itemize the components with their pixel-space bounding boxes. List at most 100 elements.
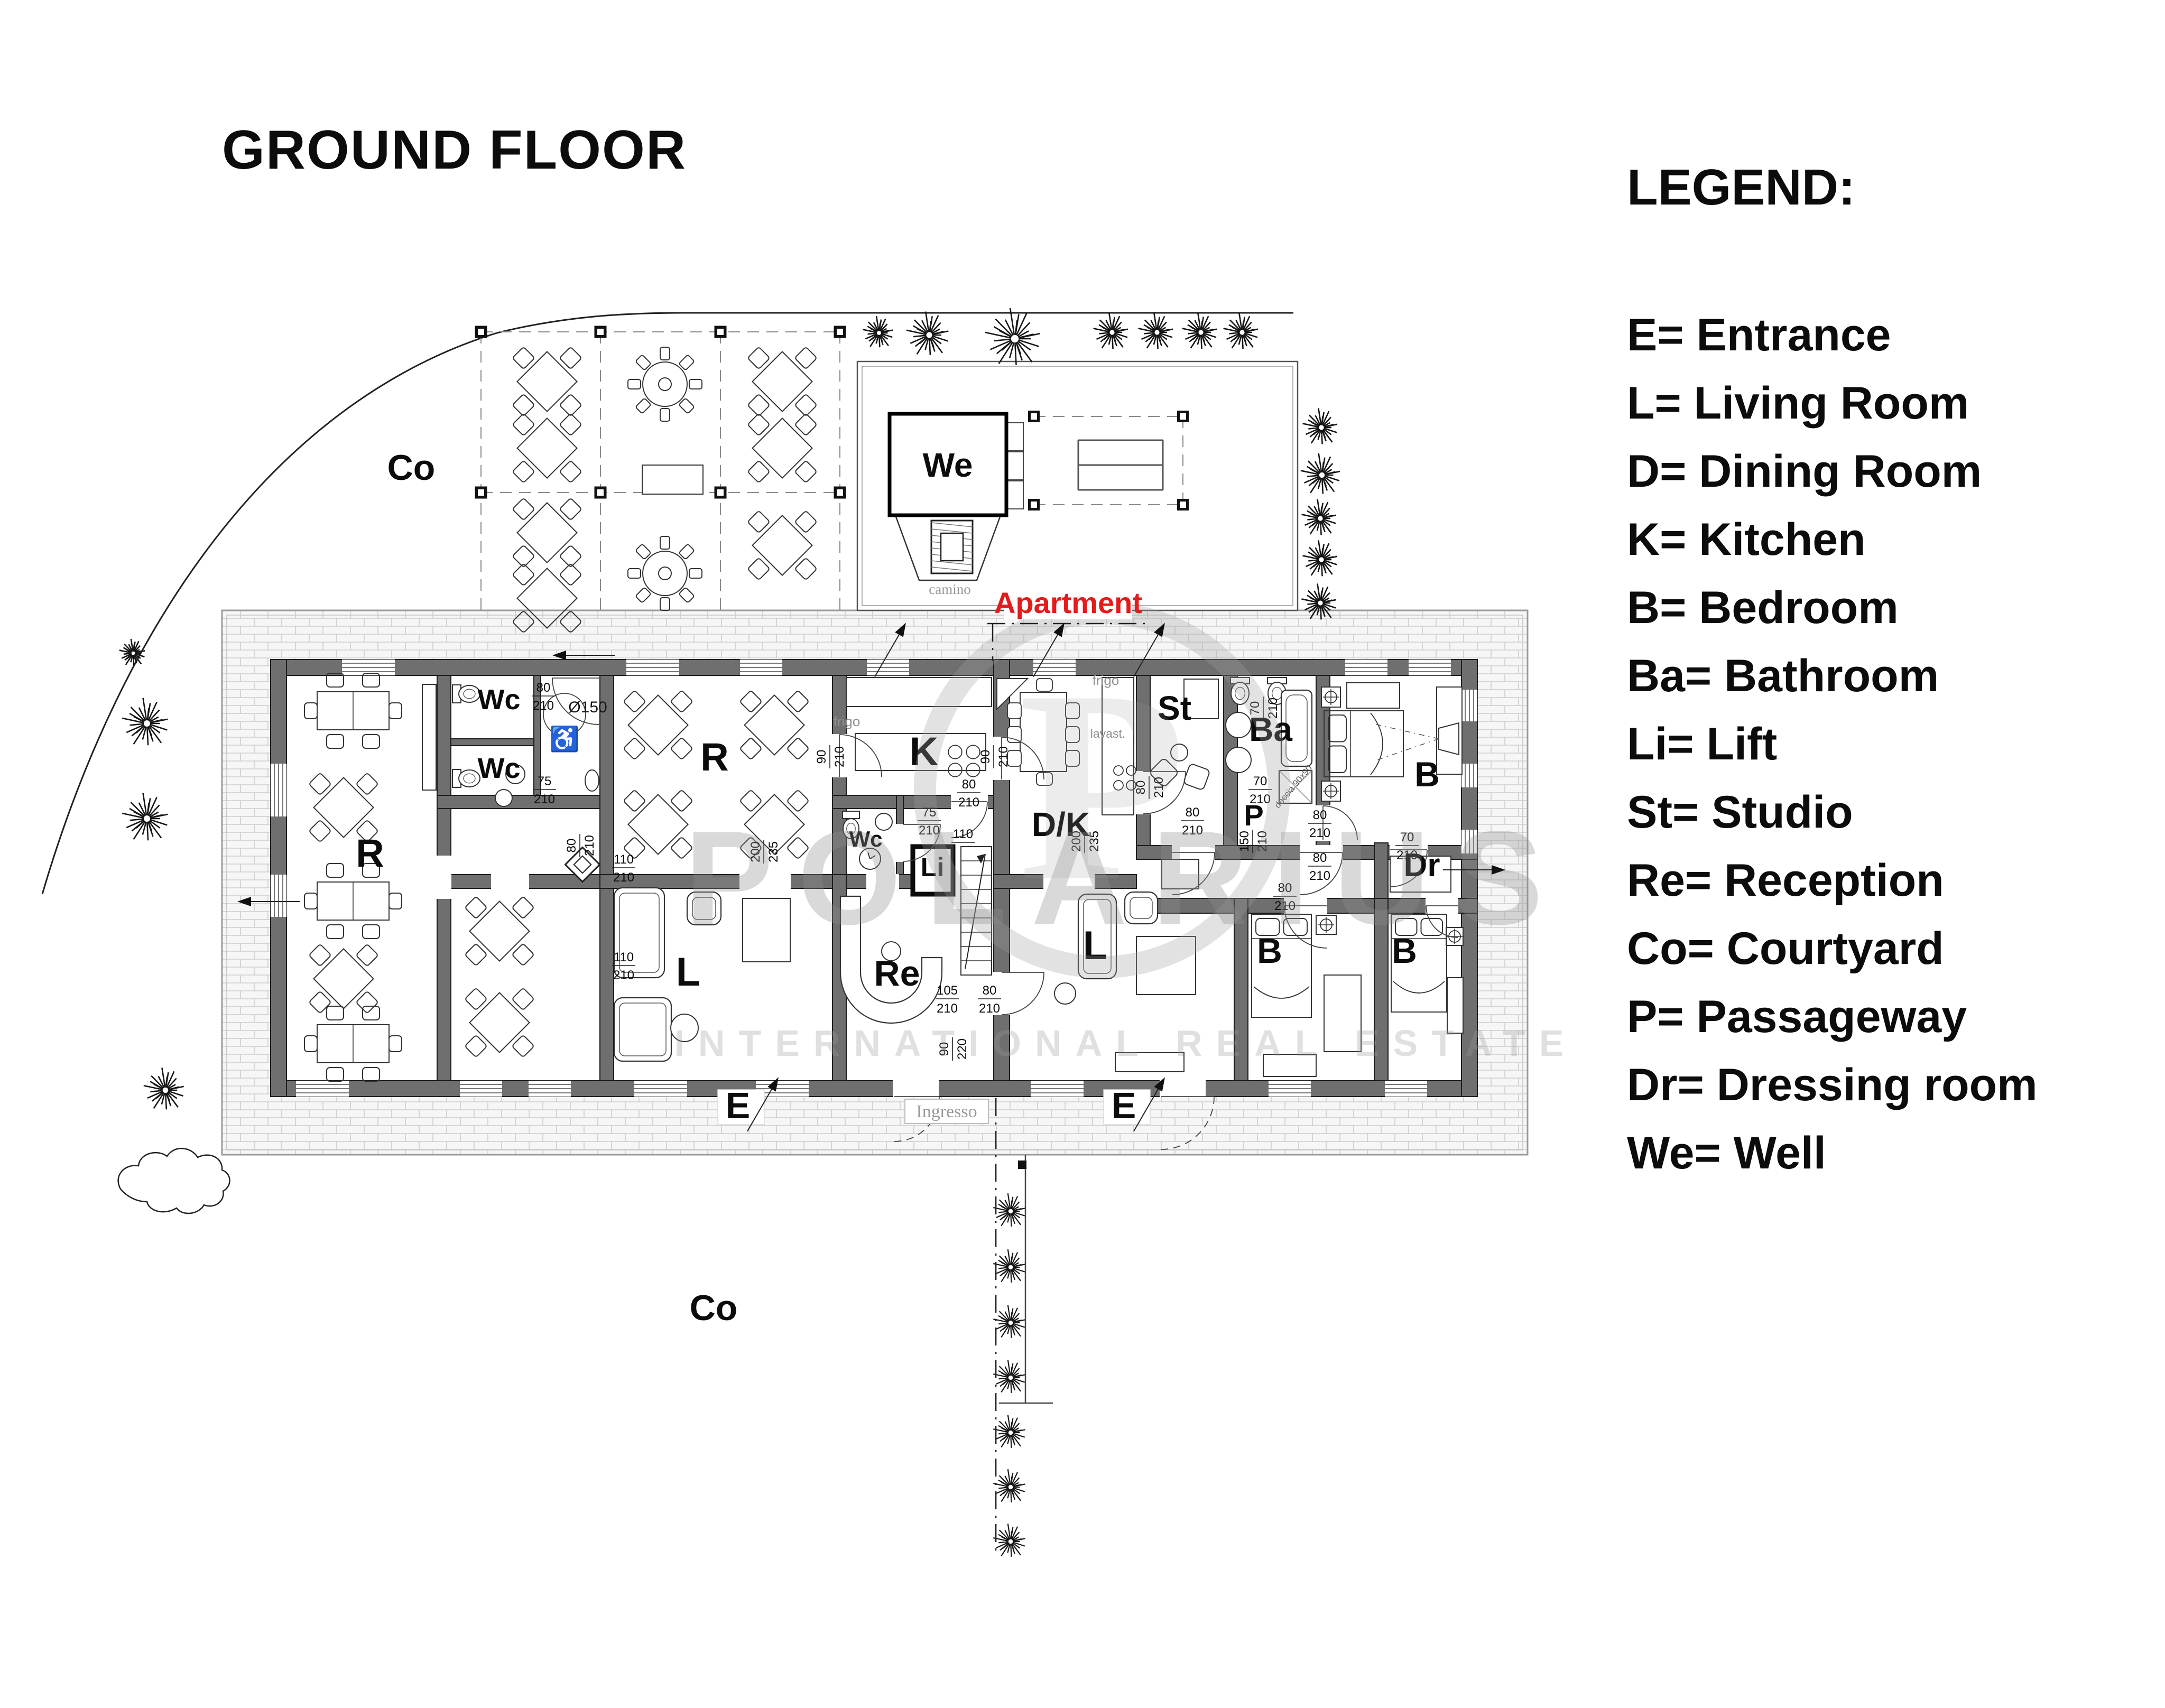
- svg-text:Wc: Wc: [478, 753, 521, 784]
- tree-icon: [993, 1414, 1025, 1448]
- svg-text:80: 80: [1313, 808, 1327, 822]
- svg-text:frigo: frigo: [834, 713, 861, 729]
- svg-text:Re: Re: [874, 953, 920, 994]
- square-table: [624, 691, 692, 759]
- svg-text:90: 90: [815, 750, 829, 764]
- legend-entry: St= Studio: [1627, 787, 1853, 838]
- tree-icon: [906, 311, 949, 356]
- svg-text:R: R: [700, 735, 728, 779]
- svg-text:INTERNATIONAL REAL ESTATE: INTERNATIONAL REAL ESTATE: [674, 1023, 1577, 1064]
- svg-text:210: 210: [613, 870, 634, 885]
- square-table: [624, 790, 692, 859]
- round-table: [627, 536, 702, 611]
- svg-text:Co: Co: [690, 1288, 738, 1328]
- svg-text:frigo: frigo: [1093, 672, 1119, 688]
- site-boundary: [41, 312, 1293, 895]
- svg-text:210: 210: [534, 792, 555, 806]
- svg-text:210: 210: [533, 699, 554, 713]
- svg-text:80: 80: [983, 983, 997, 998]
- bed: [1324, 710, 1404, 777]
- svg-text:POLARIUS: POLARIUS: [684, 804, 1567, 952]
- svg-text:110: 110: [614, 950, 634, 964]
- tree-icon: [993, 1523, 1025, 1557]
- svg-text:B: B: [1414, 755, 1440, 794]
- tree-icon: [993, 1249, 1025, 1283]
- svg-text:210: 210: [1255, 831, 1270, 852]
- legend-entry: B= Bedroom: [1627, 582, 1899, 633]
- svg-text:80: 80: [1186, 805, 1200, 820]
- round-table: [627, 347, 702, 422]
- svg-text:♿: ♿: [549, 725, 579, 753]
- svg-text:210: 210: [582, 835, 597, 856]
- tree-icon: [993, 1304, 1025, 1338]
- svg-text:210: 210: [1396, 848, 1418, 862]
- windows: [271, 660, 1477, 1097]
- legend-entry: Ba= Bathroom: [1627, 651, 1939, 701]
- door-swings: [552, 677, 1458, 1150]
- svg-text:L: L: [676, 950, 700, 995]
- square-table: [748, 511, 817, 580]
- svg-text:235: 235: [1087, 831, 1102, 852]
- legend-heading: LEGEND:: [1627, 159, 1855, 216]
- svg-text:We: We: [923, 446, 973, 484]
- staircase: [960, 846, 992, 976]
- svg-text:Ba: Ba: [1249, 710, 1292, 748]
- tree-icon: [1093, 313, 1128, 349]
- survey-arrows: [237, 623, 1505, 1132]
- svg-text:210: 210: [996, 746, 1011, 767]
- legend-entry: Dr= Dressing room: [1627, 1060, 2038, 1110]
- svg-text:235: 235: [766, 841, 781, 862]
- vegetation: [117, 308, 1340, 1557]
- svg-text:70: 70: [1248, 701, 1262, 716]
- tree-icon: [1302, 540, 1338, 577]
- pergola-terrace: [475, 326, 846, 633]
- svg-text:210: 210: [919, 823, 940, 838]
- svg-text:lavast.: lavast.: [1090, 727, 1125, 740]
- svg-text:210: 210: [1309, 826, 1330, 840]
- svg-text:80: 80: [1134, 781, 1148, 795]
- svg-text:L: L: [1083, 923, 1107, 968]
- legend-entry: K= Kitchen: [1627, 514, 1866, 565]
- svg-text:200: 200: [748, 841, 763, 862]
- legend-entry: L= Living Room: [1627, 378, 1969, 429]
- legend-entry: Co= Courtyard: [1627, 923, 1944, 974]
- tree-icon: [993, 1469, 1025, 1502]
- legend-entry: E= Entrance: [1627, 310, 1891, 360]
- dining-table: [304, 1006, 402, 1082]
- svg-text:Co: Co: [387, 448, 436, 488]
- svg-text:80: 80: [565, 839, 579, 853]
- svg-text:R: R: [356, 831, 384, 875]
- svg-text:D/K: D/K: [1032, 805, 1090, 843]
- svg-text:E: E: [1112, 1085, 1136, 1126]
- svg-text:105: 105: [937, 983, 958, 998]
- svg-text:210: 210: [1152, 777, 1166, 798]
- tree-icon: [993, 1359, 1025, 1393]
- svg-text:210: 210: [1250, 792, 1271, 806]
- svg-text:210: 210: [613, 968, 634, 982]
- tree-icon: [122, 793, 168, 841]
- square-table: [513, 347, 581, 416]
- svg-text:P: P: [1018, 634, 1186, 938]
- square-table: [740, 691, 809, 759]
- tree-icon: [122, 698, 168, 746]
- svg-text:210: 210: [1182, 823, 1203, 838]
- tree-icon: [143, 1068, 184, 1110]
- svg-text:B: B: [1392, 931, 1417, 970]
- square-table: [748, 347, 817, 416]
- svg-text:210: 210: [958, 795, 979, 810]
- svg-text:Li: Li: [921, 852, 944, 882]
- dining-table: [304, 673, 402, 749]
- svg-text:K: K: [910, 729, 939, 774]
- legend-entry: Li= Lift: [1627, 719, 1778, 769]
- svg-text:Ingresso: Ingresso: [916, 1102, 977, 1121]
- tree-icon: [119, 638, 145, 666]
- square-table: [740, 790, 809, 859]
- tree-icon: [993, 1193, 1025, 1227]
- svg-text:110: 110: [953, 827, 973, 841]
- svg-text:70: 70: [1400, 830, 1414, 844]
